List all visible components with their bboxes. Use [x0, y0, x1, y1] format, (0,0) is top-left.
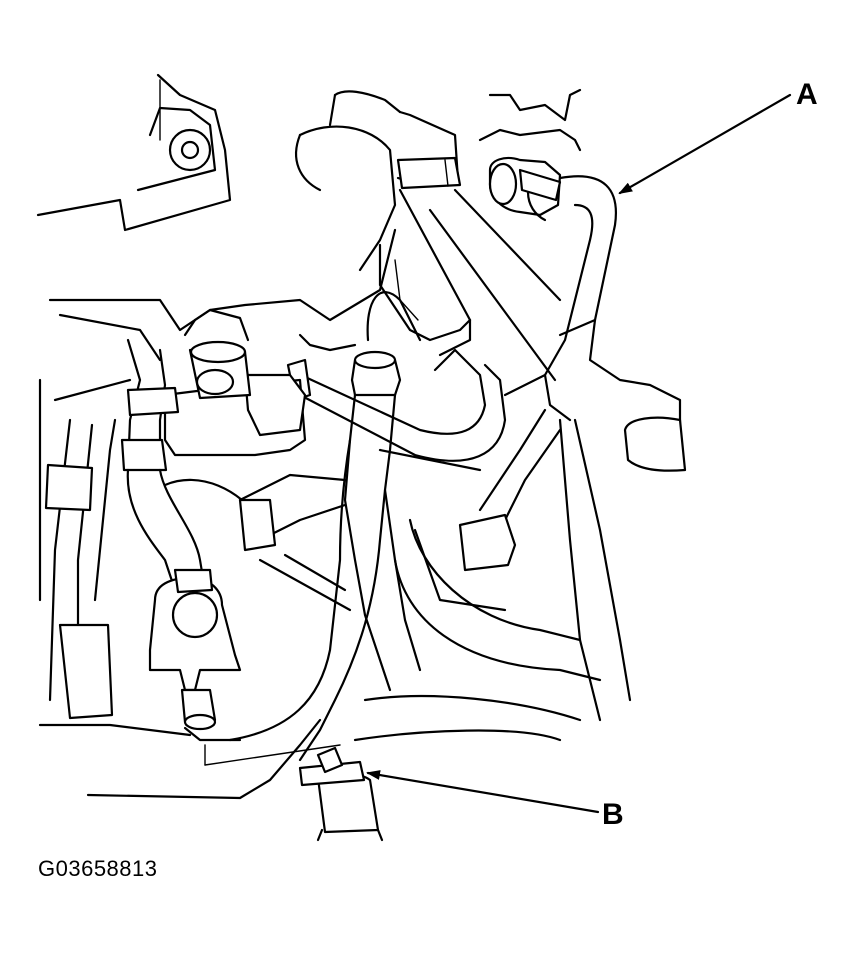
- valve-body: [163, 308, 307, 457]
- lower-frame: [38, 718, 341, 800]
- callout-a-arrow: [618, 93, 792, 195]
- upper-intake-tube: [295, 90, 462, 272]
- central-vertical-tube: [228, 350, 422, 762]
- left-rod: [38, 378, 117, 720]
- hose-a: [488, 156, 687, 472]
- purge-valve: [148, 568, 242, 742]
- intake-housing: [36, 73, 397, 402]
- callout-label-a: A: [796, 78, 818, 111]
- mid-connector: [238, 473, 352, 612]
- engine-cover-right: [398, 88, 582, 382]
- central-manifold: [298, 243, 472, 352]
- lower-right-hose: [393, 408, 632, 722]
- figure-id: G03658813: [38, 856, 158, 881]
- callout-b-arrow: [366, 770, 600, 814]
- callout-label-b: B: [602, 798, 624, 831]
- left-vertical-hose: [120, 338, 262, 592]
- hose-b: [298, 694, 582, 842]
